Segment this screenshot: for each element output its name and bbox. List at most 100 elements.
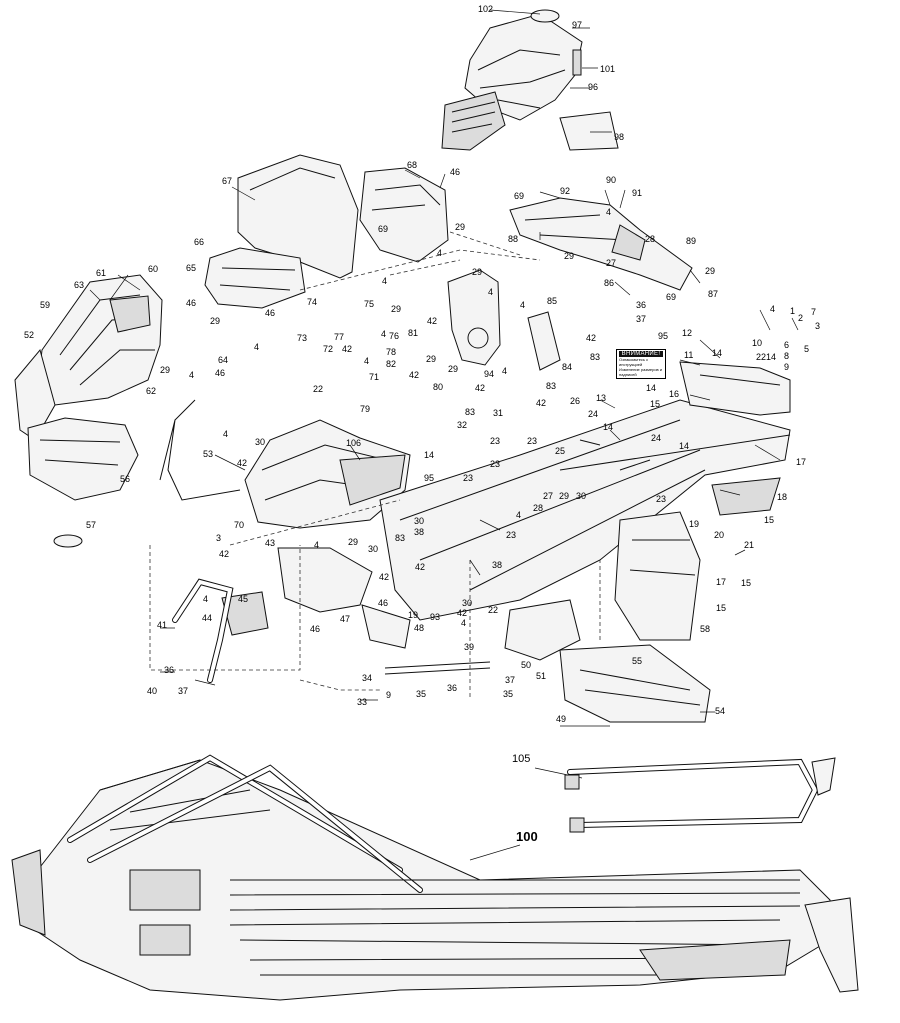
callout-65: 65	[186, 263, 197, 273]
callout-53: 53	[203, 449, 214, 459]
callout-38b: 38	[414, 527, 425, 537]
callout-73: 73	[297, 333, 308, 343]
callout-69c: 69	[666, 292, 677, 302]
callout-4j: 4	[770, 304, 776, 314]
callout-50: 50	[521, 660, 532, 670]
callout-42c: 42	[409, 370, 420, 380]
callout-62: 62	[146, 386, 157, 396]
callout-55: 55	[632, 656, 643, 666]
callout-42h: 42	[219, 549, 230, 559]
headlight-assembly	[441, 9, 619, 151]
callout-26: 26	[570, 396, 581, 406]
callout-22: 22	[313, 384, 324, 394]
steering-tube	[159, 399, 241, 501]
callout-35b: 35	[503, 689, 514, 699]
callout-29j: 29	[559, 491, 570, 501]
callout-69: 69	[378, 224, 389, 234]
callout-29f: 29	[564, 251, 575, 261]
callout-60: 60	[148, 264, 159, 274]
callout-46d: 46	[215, 368, 226, 378]
callout-83c: 83	[465, 407, 476, 417]
callout-11: 11	[684, 350, 694, 360]
callout-69b: 69	[514, 191, 525, 201]
callout-105: 105	[512, 753, 531, 765]
callout-28: 28	[645, 234, 656, 244]
callout-40: 40	[147, 686, 158, 696]
callout-29e: 29	[705, 266, 716, 276]
callout-25: 25	[555, 446, 566, 456]
callout-95: 95	[658, 331, 669, 341]
callout-43: 43	[265, 538, 276, 548]
callout-9b: 9	[386, 690, 392, 700]
callout-34: 34	[362, 673, 373, 683]
callout-4i: 4	[364, 356, 370, 366]
callout-29: 29	[455, 222, 466, 232]
callout-36: 36	[636, 300, 647, 310]
callout-18: 18	[777, 492, 788, 502]
callout-68: 68	[407, 160, 418, 170]
callout-4g: 4	[502, 366, 508, 376]
callout-29k: 29	[348, 537, 359, 547]
callout-49: 49	[556, 714, 567, 724]
callout-28b: 28	[533, 503, 544, 513]
callout-83d: 83	[395, 533, 406, 543]
callout-27b: 27	[543, 491, 554, 501]
callout-8: 8	[784, 351, 790, 361]
callout-1: 1	[790, 306, 796, 316]
callout-4k: 4	[223, 429, 229, 439]
callout-75: 75	[364, 299, 375, 309]
callout-35: 35	[416, 689, 427, 699]
callout-14f: 14	[766, 352, 777, 362]
callout-46e: 46	[378, 598, 389, 608]
callout-46: 46	[450, 167, 461, 177]
callout-80: 80	[433, 382, 444, 392]
callout-3b: 3	[216, 533, 222, 543]
callout-15: 15	[650, 399, 661, 409]
callout-4h: 4	[381, 329, 387, 339]
callout-23: 23	[490, 436, 501, 446]
callout-17b: 17	[716, 577, 727, 587]
callout-3: 3	[815, 321, 821, 331]
callout-4n: 4	[461, 618, 467, 628]
callout-83: 83	[590, 352, 601, 362]
callout-22b: 22	[756, 352, 767, 362]
warning-sticker: ВНИМАНИЕ! Ознакомьтесь с инструкцией Изм…	[616, 349, 666, 379]
callout-23f: 23	[656, 494, 667, 504]
callout-66: 66	[194, 237, 205, 247]
callout-44: 44	[202, 613, 213, 623]
callout-54: 54	[715, 706, 726, 716]
callout-12: 12	[682, 328, 693, 338]
callout-5: 5	[804, 344, 810, 354]
callout-41: 41	[157, 620, 168, 630]
callout-29h: 29	[426, 354, 437, 364]
callout-82: 82	[386, 359, 397, 369]
callout-10: 10	[752, 338, 763, 348]
callout-4l: 4	[314, 540, 320, 550]
callout-59: 59	[40, 300, 51, 310]
callout-29d: 29	[472, 267, 483, 277]
callout-15c: 15	[741, 578, 752, 588]
callout-42j: 42	[415, 562, 426, 572]
callout-29b: 29	[210, 316, 221, 326]
callout-46b: 46	[265, 308, 276, 318]
callout-74: 74	[307, 297, 318, 307]
callout-90: 90	[606, 175, 617, 185]
callout-17: 17	[796, 457, 807, 467]
callout-13: 13	[596, 393, 607, 403]
callout-76: 76	[389, 331, 400, 341]
lower-left-panel	[27, 417, 139, 548]
callout-29i: 29	[448, 364, 459, 374]
callout-23e: 23	[506, 530, 517, 540]
callout-31: 31	[493, 408, 504, 418]
callout-32: 32	[457, 420, 468, 430]
callout-42: 42	[427, 316, 438, 326]
callout-93: 93	[430, 612, 441, 622]
callout-9: 9	[784, 362, 790, 372]
callout-4m: 4	[203, 594, 209, 604]
nose-assembly	[221, 547, 411, 649]
callout-70: 70	[234, 520, 245, 530]
callout-95b: 95	[424, 473, 435, 483]
callout-87: 87	[708, 289, 719, 299]
callout-4f: 4	[488, 287, 494, 297]
